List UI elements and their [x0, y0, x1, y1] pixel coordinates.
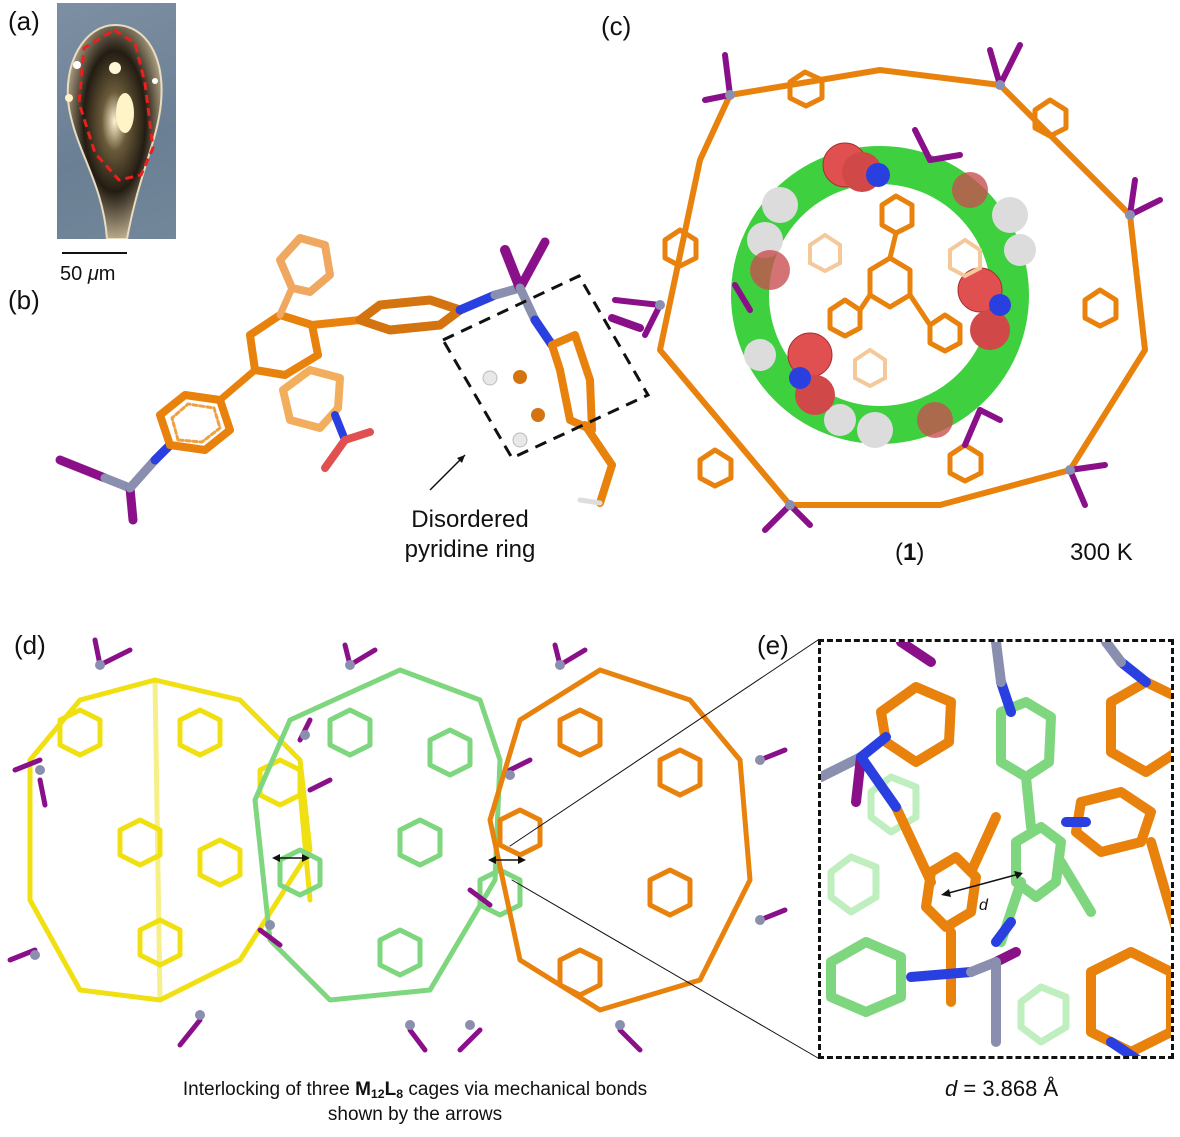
- panel-d-caption: Interlocking of three M12L8 cages via me…: [182, 1079, 648, 1125]
- panel-e-label: (e): [757, 630, 789, 660]
- panel-c-label: (c): [601, 11, 632, 41]
- zoomed-inset-box: d: [818, 639, 1174, 1059]
- crystal-drawing: [65, 23, 163, 239]
- disordered-region-box: [440, 274, 651, 460]
- cage-structure-c: [612, 42, 1163, 533]
- disordered-ring-annotation: Disordered pyridine ring: [404, 506, 536, 563]
- ligand-structure-b: [55, 234, 651, 525]
- compound-label: (1): [895, 539, 925, 566]
- temperature-label: 300 K: [1070, 539, 1133, 566]
- scale-bar-line: [62, 252, 127, 254]
- inset-structure: d: [821, 642, 1171, 1056]
- inset-distance-symbol: d: [979, 897, 989, 914]
- distance-value: d = 3.868 Å: [945, 1076, 1059, 1101]
- scale-bar-label: 50 μm: [60, 263, 116, 285]
- panel-b-label: (b): [8, 285, 40, 315]
- crystal-micrograph: [57, 3, 176, 239]
- panel-a-label: (a): [8, 6, 40, 36]
- panel-d-label: (d): [14, 630, 46, 660]
